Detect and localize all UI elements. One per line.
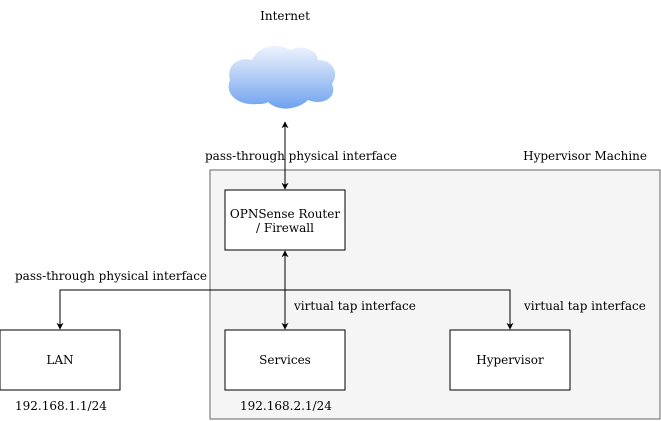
passthrough-top-label: pass-through physical interface — [205, 149, 397, 163]
edge-router-lan — [56, 289, 285, 330]
lan-node — [0, 329, 121, 391]
services-subnet-label: 192.168.2.1/24 — [240, 399, 332, 413]
hypervisor-label: Hypervisor — [476, 353, 544, 367]
lan-label: LAN — [46, 353, 73, 367]
services-node — [224, 329, 346, 391]
router-label-line1: OPNSense Router — [230, 207, 340, 221]
internet-cloud-icon — [228, 45, 336, 109]
router-node — [224, 189, 346, 251]
hypervisor-machine-label: Hypervisor Machine — [523, 149, 647, 163]
internet-label: Internet — [260, 9, 310, 23]
vtap-hypervisor-label: virtual tap interface — [523, 299, 646, 313]
passthrough-left-label: pass-through physical interface — [15, 269, 207, 283]
hypervisor-node — [449, 329, 571, 391]
router-label-line2: / Firewall — [256, 221, 314, 235]
vtap-services-label: virtual tap interface — [293, 299, 416, 313]
lan-subnet-label: 192.168.1.1/24 — [15, 399, 107, 413]
edge-router-hypervisor — [285, 289, 514, 330]
services-label: Services — [259, 353, 311, 367]
